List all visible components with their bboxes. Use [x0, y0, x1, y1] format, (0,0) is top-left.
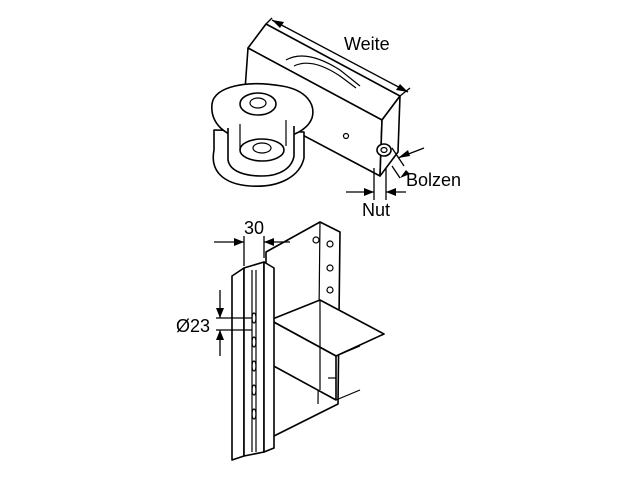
trolley-assembly [211, 17, 425, 200]
bolt-pin [376, 143, 392, 157]
swivel-bracket [211, 83, 314, 187]
label-diameter-23: Ø23 [176, 316, 210, 336]
label-weite: Weite [344, 34, 390, 54]
box-beam [269, 299, 385, 401]
label-nut: Nut [362, 200, 390, 220]
dimension-30 [214, 236, 290, 266]
dimension-bolzen [391, 147, 425, 179]
rail-assembly [214, 221, 385, 461]
dimension-weite [265, 17, 411, 97]
label-bolzen: Bolzen [406, 170, 461, 190]
dimension-diameter-23 [216, 290, 252, 356]
dimension-nut [346, 168, 406, 200]
label-30: 30 [244, 218, 264, 238]
u-channel-rail [231, 261, 275, 461]
